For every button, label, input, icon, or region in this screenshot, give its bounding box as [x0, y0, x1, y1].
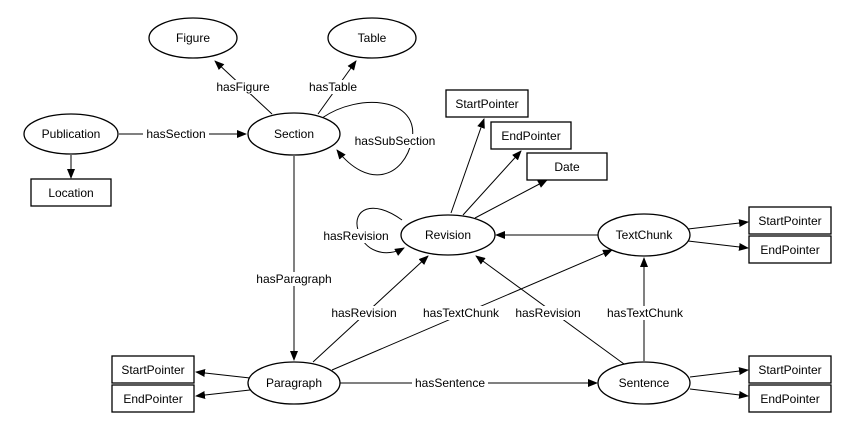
nodes: Figure Table Publication Section Locatio… — [23, 17, 832, 413]
node-figure-label: Figure — [176, 31, 210, 45]
edge-sentence-startpointer — [689, 367, 749, 378]
node-startpointer-paragraph-label: StartPointer — [121, 363, 184, 377]
edge-textchunk-startpointer — [687, 219, 749, 230]
node-paragraph[interactable]: Paragraph — [247, 361, 341, 405]
node-figure[interactable]: Figure — [148, 17, 238, 59]
edge-revision-startpointer — [450, 118, 485, 214]
edge-labels: hasFigure hasTable hasSection hasSubSect… — [143, 80, 687, 390]
edge-paragraph-endpointer — [195, 389, 251, 399]
node-endpointer-sentence-label: EndPointer — [760, 392, 819, 406]
label-hasparagraph: hasParagraph — [256, 272, 331, 286]
node-section-label: Section — [274, 127, 314, 141]
node-startpointer-textchunk[interactable]: StartPointer — [748, 206, 832, 235]
node-sentence[interactable]: Sentence — [597, 361, 691, 405]
node-table-label: Table — [358, 31, 387, 45]
node-location-label: Location — [48, 186, 93, 200]
node-endpointer-paragraph-label: EndPointer — [123, 392, 182, 406]
edge-paragraph-startpointer — [195, 369, 251, 379]
node-paragraph-label: Paragraph — [266, 376, 322, 390]
label-hasrevision-paragraph: hasRevision — [331, 306, 396, 320]
edge-revision-date — [474, 179, 548, 219]
label-hasfigure: hasFigure — [216, 80, 270, 94]
node-sentence-label: Sentence — [619, 376, 670, 390]
node-endpointer-textchunk[interactable]: EndPointer — [748, 235, 832, 264]
label-hastable: hasTable — [309, 80, 357, 94]
node-date-label: Date — [554, 160, 580, 174]
node-startpointer-paragraph[interactable]: StartPointer — [111, 355, 195, 384]
label-hasrevision-sentence: hasRevision — [515, 306, 580, 320]
label-hastextchunk-sentence: hasTextChunk — [607, 306, 684, 320]
node-startpointer-sentence[interactable]: StartPointer — [748, 355, 832, 384]
edge-revision-endpointer — [462, 150, 522, 216]
node-endpointer-textchunk-label: EndPointer — [760, 243, 819, 257]
node-revision[interactable]: Revision — [400, 214, 496, 256]
node-endpointer-revision[interactable]: EndPointer — [490, 121, 572, 150]
node-endpointer-revision-label: EndPointer — [501, 129, 560, 143]
label-hastextchunk-paragraph: hasTextChunk — [423, 306, 500, 320]
label-hasrevision-self: hasRevision — [323, 229, 388, 243]
node-textchunk-label: TextChunk — [616, 228, 674, 242]
node-textchunk[interactable]: TextChunk — [597, 213, 691, 257]
node-table[interactable]: Table — [327, 17, 417, 59]
label-hassection: hasSection — [146, 127, 205, 141]
node-startpointer-sentence-label: StartPointer — [758, 363, 821, 377]
edge-sentence-endpointer — [689, 388, 749, 399]
label-hassentence: hasSentence — [415, 376, 485, 390]
node-date[interactable]: Date — [526, 152, 608, 181]
node-revision-label: Revision — [425, 228, 471, 242]
edge-textchunk-endpointer — [687, 240, 749, 251]
label-hassubsection: hasSubSection — [355, 134, 436, 148]
node-location[interactable]: Location — [30, 178, 112, 207]
node-endpointer-sentence[interactable]: EndPointer — [748, 384, 832, 413]
node-endpointer-paragraph[interactable]: EndPointer — [111, 384, 195, 413]
node-publication[interactable]: Publication — [23, 113, 119, 155]
node-publication-label: Publication — [42, 127, 101, 141]
node-startpointer-revision[interactable]: StartPointer — [445, 89, 529, 118]
node-section[interactable]: Section — [247, 112, 341, 156]
node-startpointer-revision-label: StartPointer — [455, 97, 518, 111]
node-startpointer-textchunk-label: StartPointer — [758, 214, 821, 228]
